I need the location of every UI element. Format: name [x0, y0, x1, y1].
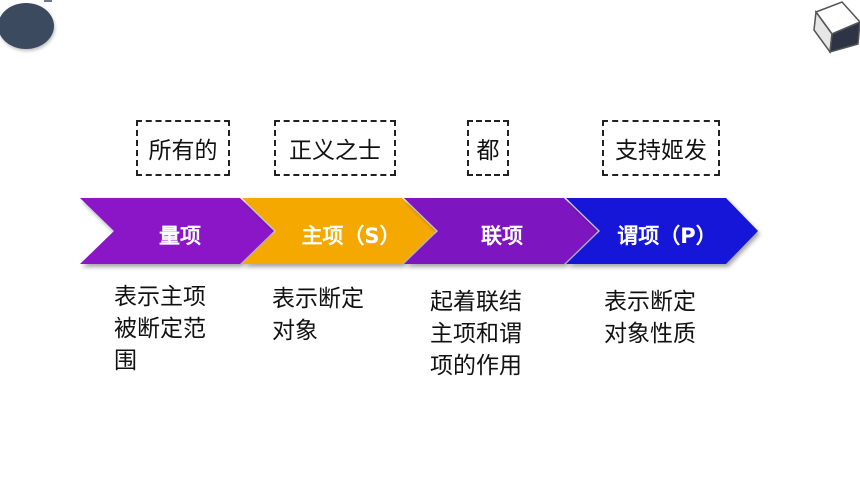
term-chevron-subject [242, 198, 436, 264]
term-label-subject: 主项（S） [301, 224, 401, 248]
cube-icon [813, 1, 860, 55]
term-label-predicate: 谓项（P） [617, 224, 717, 248]
term-chevron-predicate [566, 198, 758, 264]
term-label-copula: 联项 [481, 224, 523, 248]
quantifier-box: 所有的 [136, 120, 230, 176]
subject-description: 表示断定对象 [272, 286, 364, 344]
subject-box: 正义之士 [274, 120, 396, 176]
term-label-quantifier: 量项 [159, 224, 201, 248]
decorative-line [44, 0, 52, 2]
predicate-box: 支持姬发 [602, 120, 720, 176]
decorative-ellipse [0, 3, 54, 49]
copula-description: 起着联结主项和谓项的作用 [430, 289, 522, 379]
quantifier-description: 表示主项被断定范围 [114, 284, 206, 374]
term-chevron-quantifier [80, 198, 274, 264]
predicate-description: 表示断定对象性质 [604, 289, 696, 347]
term-chevron-copula [404, 198, 598, 264]
copula-box: 都 [467, 120, 509, 176]
term-chevron-row [80, 198, 758, 264]
